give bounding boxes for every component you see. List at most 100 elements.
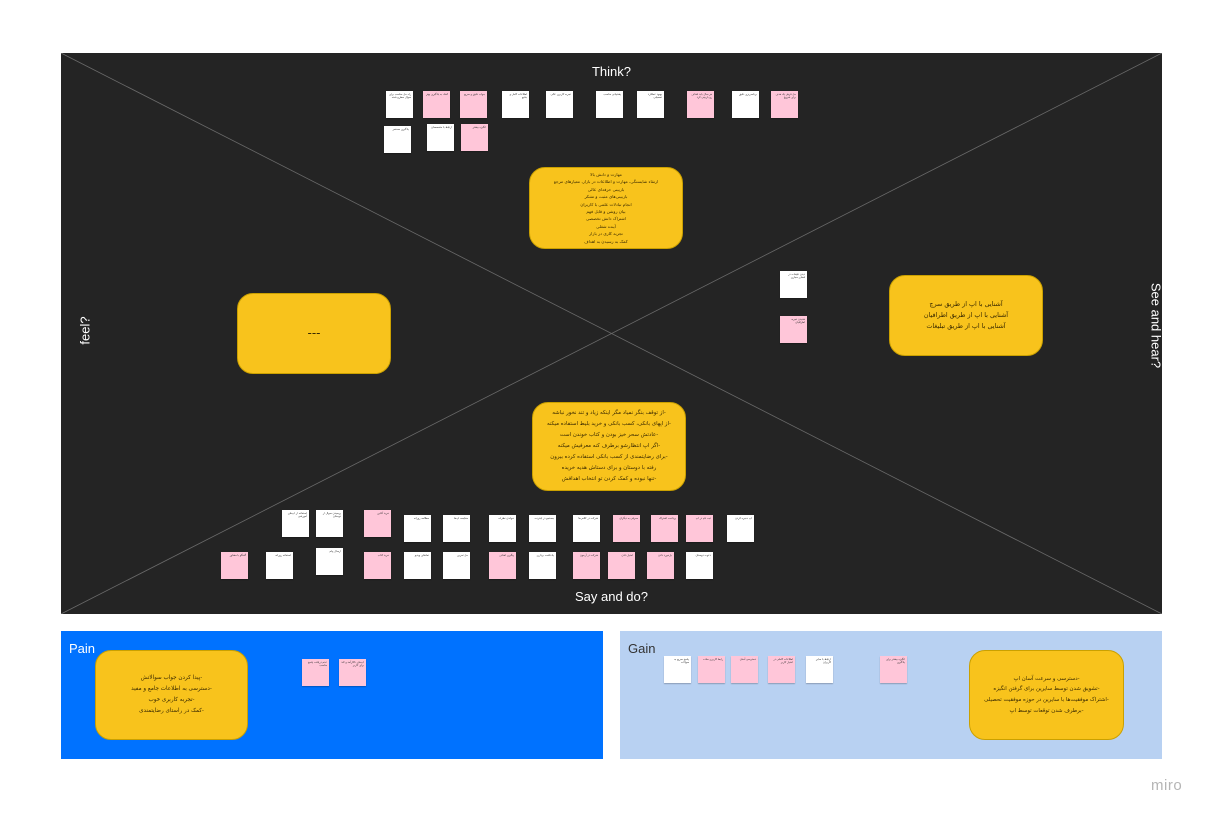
say-sticky-note[interactable]: مقایسه اپ‌ها [443, 515, 470, 542]
card-line: -تشویق شدن توسط سایرین برای گرفتن انگیزه [993, 686, 1100, 693]
think-sticky-note[interactable]: ارتباط با متخصصان [427, 124, 454, 151]
see-hear-summary-card[interactable]: آشنایی با اپ از طریق سرچ آشنایی با اپ از … [889, 275, 1043, 356]
say-sticky-note[interactable]: مطالعه روزانه [404, 515, 431, 542]
card-line: بیان روشن و قابل فهم [586, 209, 626, 214]
say-sticky-note[interactable]: بازخورد دادن [647, 552, 674, 579]
gain-card-lines: -دسترسی و سرعت آسان اپ -تشویق شدن توسط سا… [984, 674, 1109, 716]
sticky-note-text: جواب دقیق و سریع [464, 93, 485, 96]
pain-sticky-note[interactable]: اپ‌های ناکارآمد و کند برای کاربر [339, 659, 366, 686]
gain-sticky-note[interactable]: اطلاعات کاملی در اختیار کاربر [768, 656, 795, 683]
empathy-map-board[interactable]: Think? Say and do? feel? See and hear? م… [61, 53, 1164, 614]
say-sticky-note[interactable]: پیگیری اهداف [489, 552, 516, 579]
sticky-note-text: پرداخت اشتراک [658, 517, 676, 520]
say-sticky-note[interactable]: دعوت دوستان [686, 552, 713, 579]
see-sticky-note[interactable]: دیدن تبلیغات در فضای مجازی [780, 271, 807, 298]
say-sticky-note[interactable]: حل تمرین [443, 552, 470, 579]
card-line: بازبینی‌های مثبت و تشکر [584, 194, 628, 200]
say-sticky-note[interactable]: استفاده روزانه [266, 552, 293, 579]
think-sticky-note[interactable]: حل فرش یک هدف برای شروع [771, 91, 798, 118]
think-sticky-note[interactable]: اطلاعات کامل و جامع [502, 91, 529, 118]
think-sticky-note[interactable]: بهبود عملکرد تحصیلی [637, 91, 664, 118]
say-sticky-note[interactable]: پرداخت اشتراک [651, 515, 678, 542]
see-card-lines: آشنایی با اپ از طریق سرچ آشنایی با اپ از … [924, 299, 1008, 332]
pain-panel[interactable]: Pain -پیدا کردن جواب سوالاتش-دسترسی به ا… [61, 631, 603, 759]
sticky-note-text: بهبود عملکرد تحصیلی [648, 93, 662, 100]
card-line: -اگر اپ انتظارشو برطرف کنه معرفیش میکنه [557, 443, 661, 449]
gain-sticky-note[interactable]: ارتباط با سایر کاربران [806, 656, 833, 683]
card-line: -پیدا کردن جواب سوالاتش [140, 675, 203, 681]
sticky-note-text: یادداشت برداری [536, 554, 554, 557]
think-sticky-note[interactable]: هر سال باید اهداف رو بازبینی کرد [687, 91, 714, 118]
think-sticky-note[interactable]: انگیزه بیشتر [461, 124, 488, 151]
say-sticky-note[interactable]: یادداشت برداری [529, 552, 556, 579]
sticky-note-text: ارتباط با سایر کاربران [816, 658, 831, 665]
diagonal-lines [61, 53, 1162, 614]
gain-sticky-note[interactable]: انگیزه بیشتر برای یادگیری [880, 656, 907, 683]
think-sticky-note[interactable]: راه حل مناسب برای سوال مطرح شده [386, 91, 413, 118]
say-sticky-note[interactable]: پرسیدن سوال از دوستان [316, 510, 343, 537]
think-sticky-note[interactable]: کمک به یادگیری بهتر [423, 91, 450, 118]
sticky-note-text: کمک به یادگیری بهتر [426, 93, 448, 96]
say-sticky-note[interactable]: گفتگو با مشاور [221, 552, 248, 579]
sticky-note-text: هر سال باید اهداف رو بازبینی کرد [691, 93, 712, 100]
say-sticky-note[interactable]: ثبت نام در اپ [686, 515, 713, 542]
sticky-note-text: دسترسی آسان [739, 658, 756, 661]
sticky-note-text: برنامه‌ریزی دقیق [738, 93, 757, 96]
pain-sticky-note[interactable]: عدم دریافت پاسخ مناسب [302, 659, 329, 686]
sticky-note-text: ثبت نام در اپ [695, 517, 711, 520]
sticky-note-text: انگیزه بیشتر برای یادگیری [885, 658, 905, 665]
see-sticky-note[interactable]: شنیدن تجربه اطرافیان [780, 316, 807, 343]
sticky-note-text: پیگیری اهداف [499, 554, 514, 557]
say-sticky-note[interactable]: جستجو در اینترنت [529, 515, 556, 542]
sticky-note-text: امتیاز دادن [621, 554, 633, 557]
sticky-note-text: راه حل مناسب برای سوال مطرح شده [389, 93, 411, 100]
pain-summary-card[interactable]: -پیدا کردن جواب سوالاتش-دسترسی به اطلاعا… [95, 650, 248, 740]
card-line: -تنها نبوده و کمک کردن تو انتخاب اهدافش [561, 476, 657, 482]
card-line: آشنایی با اپ از طریق اطرافیان [923, 311, 1009, 319]
sticky-note-text: اپ ذخیره کردن [735, 517, 752, 520]
sticky-note-text: اطلاعات کاملی در اختیار کاربر [773, 658, 793, 665]
say-sticky-note[interactable]: خواندن نظرات [489, 515, 516, 542]
say-sticky-note[interactable]: امتیاز دادن [608, 552, 635, 579]
say-sticky-note[interactable]: شرکت در کلاس‌ها [573, 515, 600, 542]
gain-panel[interactable]: Gain -دسترسی و سرعت آسان اپ-تشویق شدن تو… [620, 631, 1162, 759]
say-sticky-note[interactable]: خرید کتاب [364, 552, 391, 579]
card-line: -تجربه کاربری خوب [148, 697, 195, 703]
sticky-note-text: تجربه کاربری عالی [550, 93, 571, 96]
sticky-note-text: پاسخ سریع به سوالات [674, 658, 689, 665]
card-line: -دسترسی و سرعت آسان اپ [1013, 675, 1080, 682]
gain-sticky-note[interactable]: دسترسی آسان [731, 656, 758, 683]
say-sticky-note[interactable]: تماشای ویدیو [404, 552, 431, 579]
feel-summary-card[interactable]: --- [237, 293, 391, 374]
say-sticky-note[interactable]: اپ ذخیره کردن [727, 515, 754, 542]
say-sticky-note[interactable]: معرفی به دیگران [613, 515, 640, 542]
sticky-note-text: شرکت در کلاس‌ها [578, 517, 598, 520]
sticky-note-text: خواندن نظرات [498, 517, 514, 520]
think-sticky-note[interactable]: جواب دقیق و سریع [460, 91, 487, 118]
gain-summary-card[interactable]: -دسترسی و سرعت آسان اپ -تشویق شدن توسط سا… [969, 650, 1124, 740]
gain-sticky-note[interactable]: رابط کاربری ساده [698, 656, 725, 683]
card-line: تجربه کاری در بازار [589, 231, 623, 237]
miro-logo: miro [1151, 777, 1183, 794]
card-line: -از توقف بنگر نمیاد مگر اینکه زیاد و تند… [552, 410, 666, 416]
sticky-note-text: معرفی به دیگران [619, 517, 638, 520]
say-sticky-note[interactable]: شرکت در آزمون [573, 552, 600, 579]
sticky-note-text: تماشای ویدیو [414, 554, 429, 557]
say-sticky-note[interactable]: استفاده از اپ‌های آموزشی [282, 510, 309, 537]
sticky-note-text: ارتباط با متخصصان [431, 126, 452, 129]
think-sticky-note[interactable]: برنامه‌ریزی دقیق [732, 91, 759, 118]
say-sticky-note[interactable]: خرید آنلاین [364, 510, 391, 537]
think-sticky-note[interactable]: تجربه کاربری عالی [546, 91, 573, 118]
gain-sticky-note[interactable]: پاسخ سریع به سوالات [664, 656, 691, 683]
quadrant-see-hear-label: See and hear? [1148, 282, 1164, 369]
think-sticky-note[interactable]: یادگیری مستمر [384, 126, 411, 153]
sticky-note-text: گفتگو با مشاور [229, 554, 246, 557]
card-line: آشنایی با اپ از طریق تبلیغات [926, 322, 1006, 330]
card-line: آشنایی با اپ از طریق سرچ [929, 300, 1003, 308]
sticky-note-text: بازخورد دادن [658, 554, 672, 557]
think-sticky-note[interactable]: پشتیبانی مناسب [596, 91, 623, 118]
say-do-summary-card[interactable]: -از توقف بنگر نمیاد مگر اینکه زیاد و تند… [532, 402, 686, 491]
say-sticky-note[interactable]: ارسال پیام [316, 548, 343, 575]
